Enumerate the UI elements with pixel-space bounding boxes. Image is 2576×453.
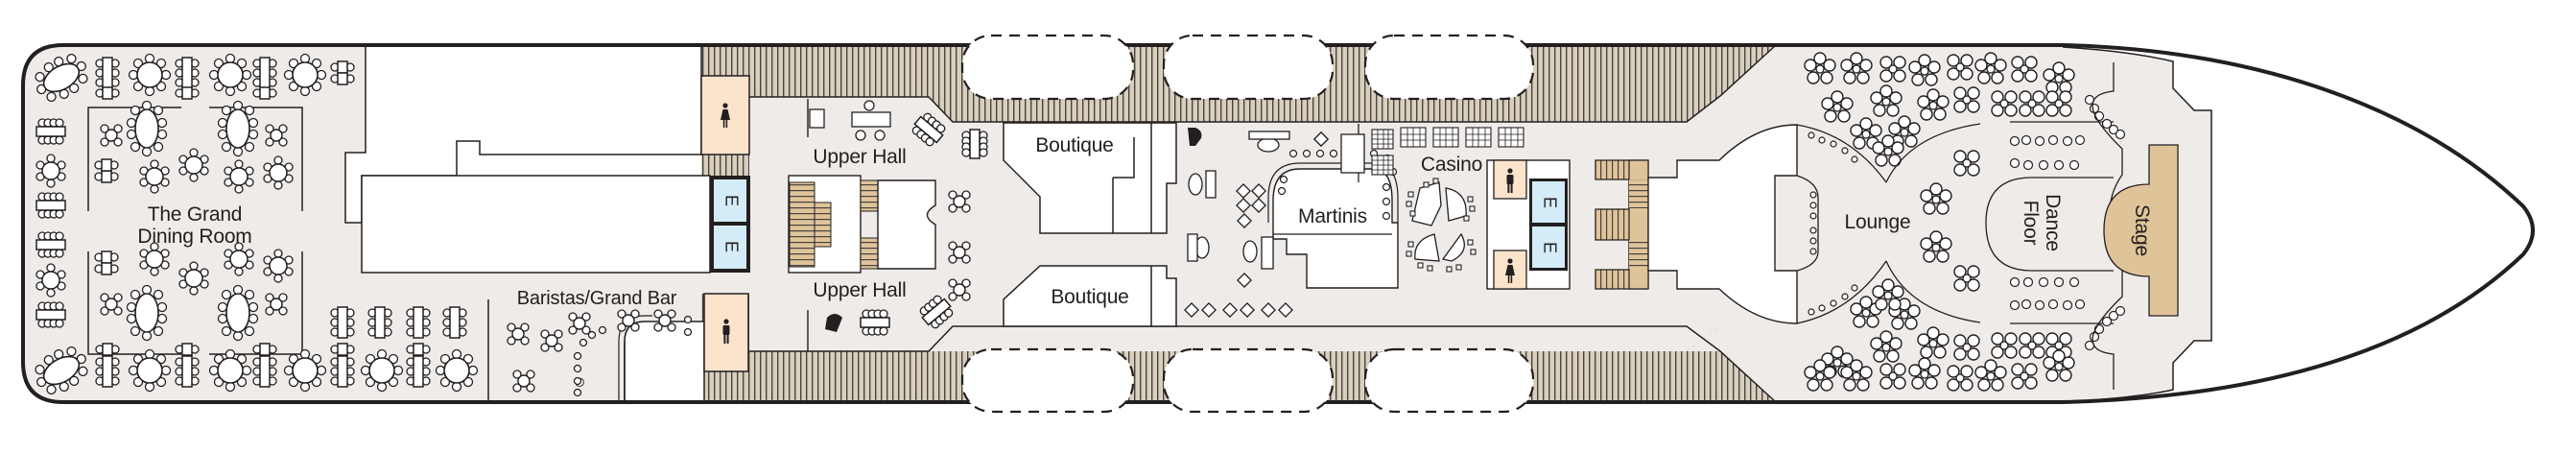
dance-floor-area (1985, 62, 2179, 390)
svg-text:E: E (1540, 197, 1559, 208)
label-lounge[interactable]: Lounge (1844, 211, 1911, 233)
lifeboat-outline (1162, 34, 1335, 101)
label-boutique-bottom[interactable]: Boutique (1051, 286, 1129, 308)
service-areas (344, 44, 711, 403)
upper-hall (788, 99, 988, 351)
label-upper-hall-top[interactable]: Upper Hall (813, 146, 907, 168)
lifeboat-outline (960, 34, 1135, 101)
lifeboat-outline (960, 347, 1135, 414)
lounge-void (1647, 124, 1798, 324)
lifeboat-outline (1363, 34, 1535, 101)
aft-core: E E (700, 75, 750, 372)
lifeboat-outline (1363, 347, 1535, 414)
label-casino[interactable]: Casino (1420, 154, 1483, 176)
svg-text:E: E (721, 195, 741, 206)
martinis-bar (1184, 128, 1399, 318)
piano-icon-2 (1188, 128, 1202, 146)
bar-furniture (507, 309, 693, 397)
piano-icon (825, 314, 842, 332)
label-baristas-grand-bar[interactable]: Baristas/Grand Bar (516, 288, 677, 309)
svg-text:E: E (1540, 242, 1559, 253)
svg-text:E: E (721, 241, 741, 252)
hull-outline (21, 43, 2535, 404)
label-stage[interactable]: Stage (2131, 204, 2153, 256)
lounge-seating (1796, 53, 2074, 391)
label-dance-floor[interactable]: Dance Floor (2020, 194, 2064, 251)
label-grand-dining-room[interactable]: The Grand Dining Room (137, 203, 252, 248)
forward-core: E E (1486, 159, 1649, 290)
label-boutique-top[interactable]: Boutique (1035, 134, 1114, 156)
casino-area (1340, 124, 1524, 273)
lifeboats (960, 34, 1535, 414)
stage (2103, 144, 2179, 317)
label-martinis[interactable]: Martinis (1298, 205, 1367, 227)
lifeboat-outline (1162, 347, 1335, 414)
boutiques (1003, 122, 1177, 327)
label-upper-hall-bottom[interactable]: Upper Hall (813, 279, 907, 301)
